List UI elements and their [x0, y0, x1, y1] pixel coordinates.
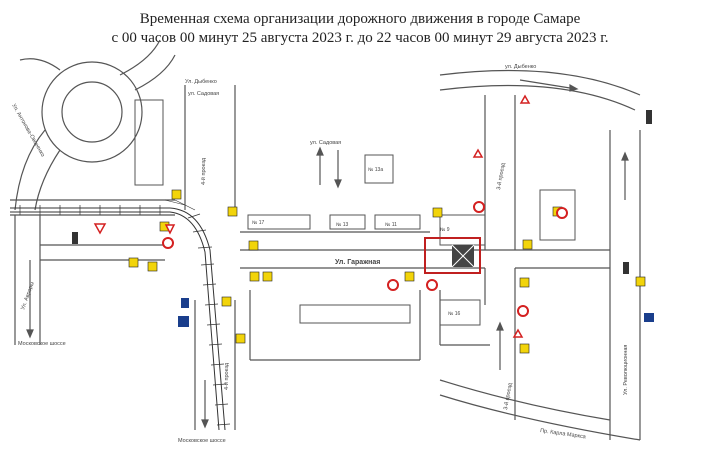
building-n11: № 11	[385, 222, 397, 228]
building-n9: № 9	[440, 227, 450, 233]
street-avrory: Ул. Авроры	[20, 281, 36, 310]
triangle-signs	[93, 94, 531, 338]
street-labels: Ул. Дыбенко ул. Дыбенко ул. Садовая ул. …	[10, 64, 629, 444]
street-moskovskoe-left: Московское шоссе	[18, 341, 66, 347]
road-network	[10, 69, 641, 441]
street-proezd3-bottom: 3-й проезд	[502, 382, 514, 411]
building-n17: № 17	[252, 220, 265, 226]
buildings	[134, 99, 576, 326]
street-garazhnaya: Ул. Гаражная	[335, 259, 380, 266]
street-revolyuts: Ул. Революционная	[623, 345, 629, 395]
title-line-1: Временная схема организации дорожного дв…	[139, 11, 581, 27]
street-dybenko-left: Ул. Дыбенко	[185, 79, 217, 85]
railway-ties	[19, 205, 231, 426]
street-proezd3-top: 3-й проезд	[495, 162, 507, 191]
building-n16: № 16	[448, 311, 461, 317]
street-moskovskoe-bottom: Московское шоссе	[178, 438, 226, 444]
building-n13: № 13	[336, 222, 349, 228]
title-line-2: с 00 часов 00 минут 25 августа 2023 г. д…	[111, 30, 609, 46]
street-proezd4-bottom: 4-й проезд	[223, 362, 230, 390]
street-proezd4-top: 4-й проезд	[200, 157, 207, 185]
red-signs	[162, 201, 568, 317]
street-karl-marx: Пр. Карла Маркса	[540, 428, 587, 440]
blue-signs	[178, 298, 654, 327]
building-n13a: № 13а	[368, 167, 383, 173]
building-labels: № 17 № 13 № 11 № 9 № 13а № 16	[252, 167, 461, 317]
traffic-lights	[72, 110, 652, 274]
railway	[10, 199, 226, 431]
scheme-title: Временная схема организации дорожного дв…	[0, 10, 720, 48]
street-sadovaya-2: ул. Садовая	[310, 140, 341, 146]
traffic-arrows	[26, 79, 629, 429]
street-dybenko-right: ул. Дыбенко	[505, 64, 536, 70]
street-sadovaya: ул. Садовая	[188, 91, 219, 97]
street-antonova: Ул. Антонова-Овсеенко	[10, 103, 45, 158]
roundabout	[14, 39, 176, 211]
work-zone	[424, 237, 481, 274]
